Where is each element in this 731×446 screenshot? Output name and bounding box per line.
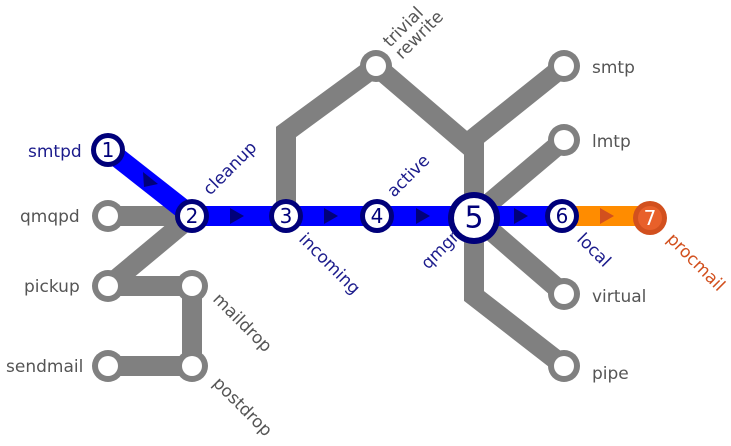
- track-pickup: [101, 208, 199, 294]
- station-6: 6: [545, 199, 579, 233]
- station-postdrop: [176, 350, 208, 382]
- station-3-number: 3: [280, 204, 293, 228]
- station-trivial-rewrite: [360, 50, 392, 82]
- direction-arrows: [143, 172, 614, 224]
- station-sendmail: [92, 350, 124, 382]
- station-1: 1: [91, 133, 125, 167]
- station-5: 5: [448, 192, 500, 244]
- station-lmtp: [548, 124, 580, 156]
- label-qmqpd: qmqpd: [20, 207, 80, 227]
- station-qmqpd: [92, 200, 124, 232]
- track-trivial-rewrite: [276, 53, 484, 216]
- label-incoming: incoming: [294, 229, 363, 298]
- arrow-icon: [514, 208, 528, 224]
- track-smtp: [464, 58, 571, 216]
- label-cleanup: cleanup: [199, 138, 261, 200]
- station-3: 3: [269, 199, 303, 233]
- label-virtual: virtual: [592, 287, 646, 307]
- label-sendmail: sendmail: [6, 357, 83, 377]
- label-maildrop: maildrop: [208, 289, 275, 356]
- arrow-icon: [324, 208, 338, 224]
- label-local: local: [572, 229, 614, 271]
- station-2-number: 2: [186, 204, 199, 228]
- label-procmail: procmail: [662, 229, 728, 295]
- side-stations: [92, 50, 580, 382]
- label-pipe: pipe: [592, 364, 629, 384]
- station-maildrop: [176, 270, 208, 302]
- label-active: active: [383, 151, 434, 202]
- arrow-icon: [416, 208, 430, 224]
- label-smtp: smtp: [592, 58, 635, 78]
- station-2: 2: [175, 199, 209, 233]
- station-1-number: 1: [102, 138, 115, 162]
- label-pickup: pickup: [24, 277, 80, 297]
- label-postdrop: postdrop: [208, 373, 275, 440]
- arrow-icon: [230, 208, 244, 224]
- label-lmtp: lmtp: [592, 132, 631, 152]
- station-smtp: [548, 50, 580, 82]
- station-4-number: 4: [371, 204, 384, 228]
- station-virtual: [548, 278, 580, 310]
- station-pickup: [92, 270, 124, 302]
- station-6-number: 6: [556, 204, 569, 228]
- arrow-icon: [143, 172, 158, 187]
- station-7: 7: [633, 201, 667, 235]
- station-5-number: 5: [464, 201, 483, 236]
- station-4: 4: [360, 199, 394, 233]
- label-smtpd: smtpd: [28, 142, 82, 162]
- station-7-number: 7: [644, 206, 657, 230]
- arrow-icon: [600, 208, 614, 224]
- station-pipe: [548, 350, 580, 382]
